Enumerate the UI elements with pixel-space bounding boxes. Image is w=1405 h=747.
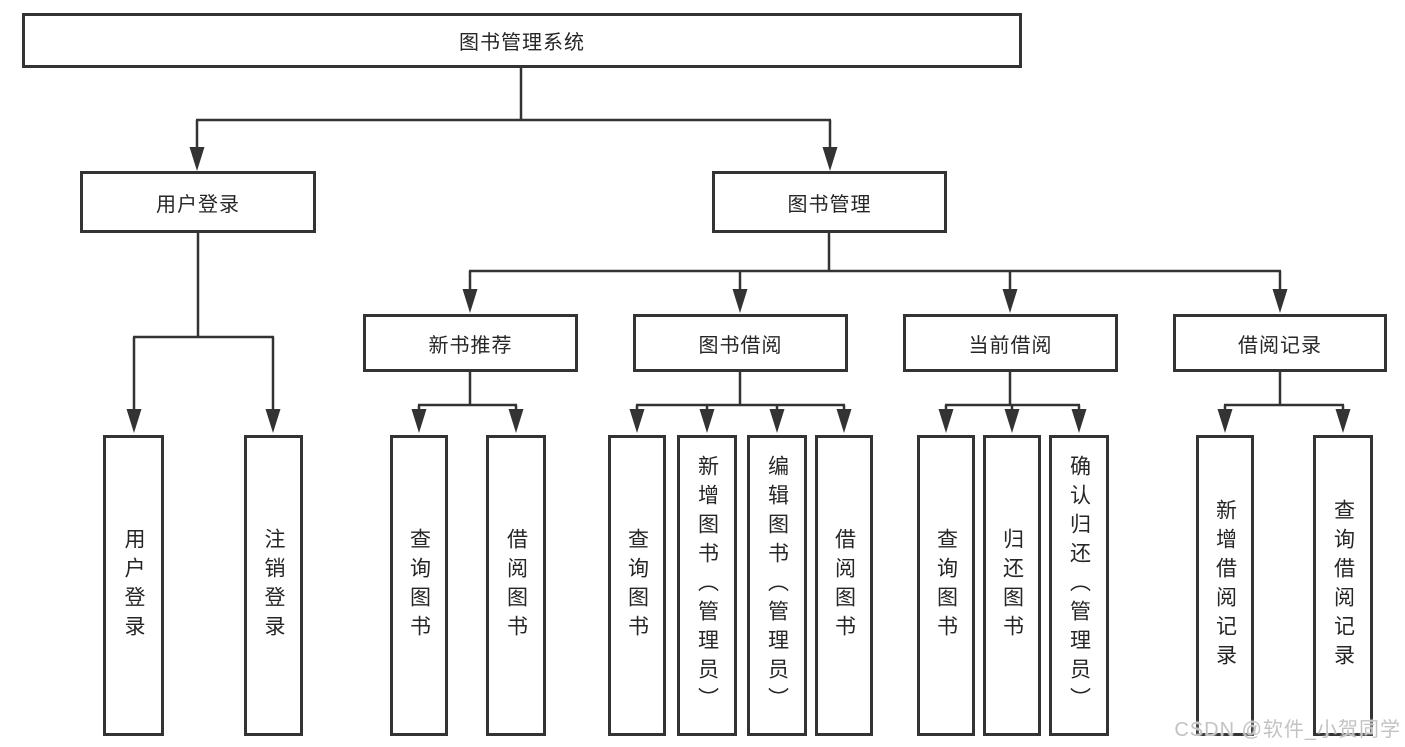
node-user-login: 用户登录 (80, 171, 316, 233)
leaf-add-borrow-record: 新增借阅记录 (1196, 435, 1254, 736)
leaf-user-login-label: 用户登录 (122, 527, 145, 644)
leaf-query-books-recommend: 查询图书 (390, 435, 448, 736)
leaf-add-borrow-record-label: 新增借阅记录 (1213, 498, 1237, 673)
leaf-query-books-borrowing: 查询图书 (608, 435, 666, 736)
leaf-confirm-return-admin-label: 确认归还（管理员） (1067, 455, 1091, 716)
leaf-logout-label: 注销登录 (262, 527, 285, 644)
leaf-edit-books-admin: 编辑图书（管理员） (747, 435, 807, 736)
node-book-borrowing-label: 图书借阅 (698, 334, 783, 357)
node-book-management: 图书管理 (712, 171, 947, 233)
leaf-add-books-admin-label: 新增图书（管理员） (695, 455, 719, 716)
leaf-query-books-current-label: 查询图书 (934, 527, 958, 644)
leaf-query-borrow-record: 查询借阅记录 (1313, 435, 1373, 736)
leaf-query-borrow-record-label: 查询借阅记录 (1331, 498, 1355, 673)
leaf-borrow-books-borrowing: 借阅图书 (815, 435, 873, 736)
node-book-management-label: 图书管理 (787, 193, 872, 216)
leaf-edit-books-admin-label: 编辑图书（管理员） (765, 455, 789, 716)
node-root: 图书管理系统 (22, 13, 1022, 68)
leaf-return-books-label: 归还图书 (1000, 527, 1024, 644)
leaf-query-books-recommend-label: 查询图书 (407, 527, 431, 644)
leaf-logout: 注销登录 (244, 435, 303, 736)
leaf-confirm-return-admin: 确认归还（管理员） (1049, 435, 1109, 736)
leaf-borrow-books-recommend-label: 借阅图书 (504, 527, 528, 644)
node-new-book-recommendation: 新书推荐 (363, 314, 578, 372)
node-new-book-recommendation-label: 新书推荐 (428, 334, 513, 357)
leaf-query-books-borrowing-label: 查询图书 (625, 527, 649, 644)
node-current-borrowing: 当前借阅 (903, 314, 1118, 372)
node-borrowing-records-label: 借阅记录 (1238, 334, 1322, 357)
leaf-user-login: 用户登录 (103, 435, 164, 736)
node-book-borrowing: 图书借阅 (633, 314, 848, 372)
leaf-borrow-books-recommend: 借阅图书 (486, 435, 546, 736)
node-borrowing-records: 借阅记录 (1173, 314, 1387, 372)
node-root-label: 图书管理系统 (459, 32, 585, 54)
leaf-add-books-admin: 新增图书（管理员） (677, 435, 737, 736)
leaf-query-books-current: 查询图书 (917, 435, 975, 736)
leaf-return-books: 归还图书 (983, 435, 1041, 736)
node-user-login-label: 用户登录 (156, 193, 240, 216)
leaf-borrow-books-borrowing-label: 借阅图书 (832, 527, 856, 644)
watermark: CSDN @软件_小贺同学 (1174, 719, 1401, 741)
node-current-borrowing-label: 当前借阅 (968, 334, 1053, 357)
